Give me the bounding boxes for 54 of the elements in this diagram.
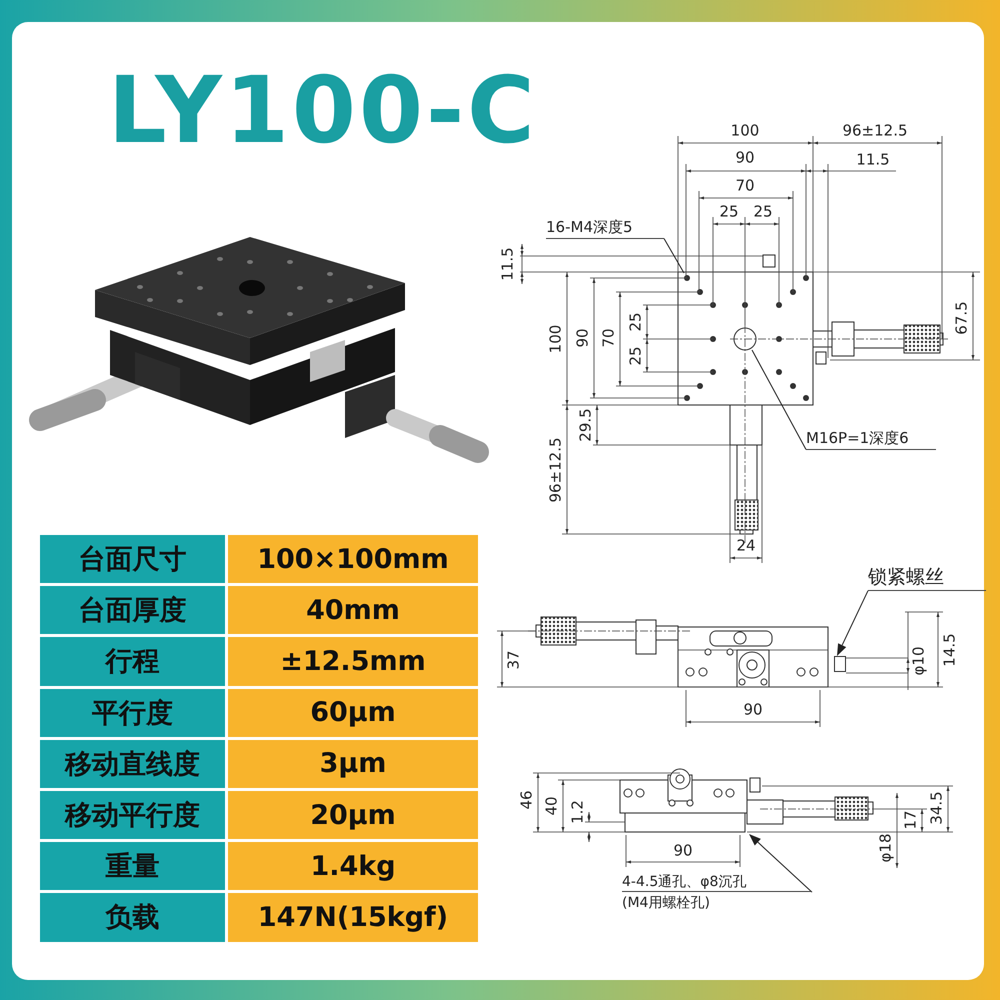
table-header-cell: 负载 xyxy=(40,893,225,942)
table-header-cell: 台面厚度 xyxy=(40,586,225,634)
dimension-label: 1.2 xyxy=(570,800,586,824)
table-header-cell: 移动平行度 xyxy=(40,791,225,840)
leader-line xyxy=(837,590,868,656)
callout-text: 16-M4深度5 xyxy=(546,218,664,238)
table-value-cell: 1.4kg xyxy=(228,842,478,890)
title: LY100-C xyxy=(108,60,538,162)
dimension-label: 25 xyxy=(628,312,644,332)
table-value-cell: 147N(15kgf) xyxy=(228,893,478,942)
dimension-label: 25 xyxy=(628,346,644,366)
dimension-label: φ18 xyxy=(878,834,894,862)
dimension-label: 90 xyxy=(673,844,693,858)
dimension-label: 14.5 xyxy=(942,633,958,667)
table-value-cell: 100×100mm xyxy=(228,535,478,584)
leader-line xyxy=(749,834,812,893)
dimension-label: 11.5 xyxy=(856,152,890,168)
dimension-label: 96±12.5 xyxy=(842,124,908,138)
dimension-label: 90 xyxy=(735,150,755,166)
dimension-label: 24 xyxy=(736,538,756,554)
table-value-cell: ±12.5mm xyxy=(228,637,478,686)
table-header-cell: 移动直线度 xyxy=(40,740,225,788)
dimension-label: 11.5 xyxy=(500,247,516,281)
dimension-label: 40 xyxy=(544,796,560,816)
table-header-cell: 平行度 xyxy=(40,688,225,737)
dimension-label: 37 xyxy=(506,650,522,670)
callout-text: 4-4.5通孔、φ8沉孔 (M4用螺栓孔) xyxy=(622,873,812,912)
dimension-label: 70 xyxy=(602,328,616,348)
dimension-label: 34.5 xyxy=(930,791,944,825)
leader-line xyxy=(752,350,806,450)
dimension-label: 46 xyxy=(520,790,534,810)
callout-text: 锁紧螺丝 xyxy=(868,565,986,591)
table-header-cell: 台面尺寸 xyxy=(40,535,225,584)
lock-screw xyxy=(834,656,846,672)
table-value-cell: 3μm xyxy=(228,740,478,788)
dimension-label: 100 xyxy=(730,124,760,138)
dimension-label: 29.5 xyxy=(578,408,594,442)
dimension-label: 25 xyxy=(753,204,773,220)
table-header-cell: 重量 xyxy=(40,842,225,890)
table-value-cell: 20μm xyxy=(228,791,478,840)
dimension-label: 67.5 xyxy=(954,301,970,335)
table-value-cell: 60μm xyxy=(228,688,478,737)
dimension-label: 17 xyxy=(904,810,918,830)
dimension-label: φ10 xyxy=(912,646,926,676)
dimension-label: 25 xyxy=(719,204,739,220)
dimension-label: 70 xyxy=(735,178,755,194)
table-header-cell: 行程 xyxy=(40,637,225,686)
dimension-label: 100 xyxy=(548,324,564,354)
dimension-label: 90 xyxy=(743,702,763,718)
dimension-label: 96±12.5 xyxy=(548,437,564,503)
table-value-cell: 40mm xyxy=(228,586,478,634)
leader-line xyxy=(664,238,684,274)
callout-text: M16P=1深度6 xyxy=(806,429,936,450)
dimension-label: 90 xyxy=(576,328,590,348)
